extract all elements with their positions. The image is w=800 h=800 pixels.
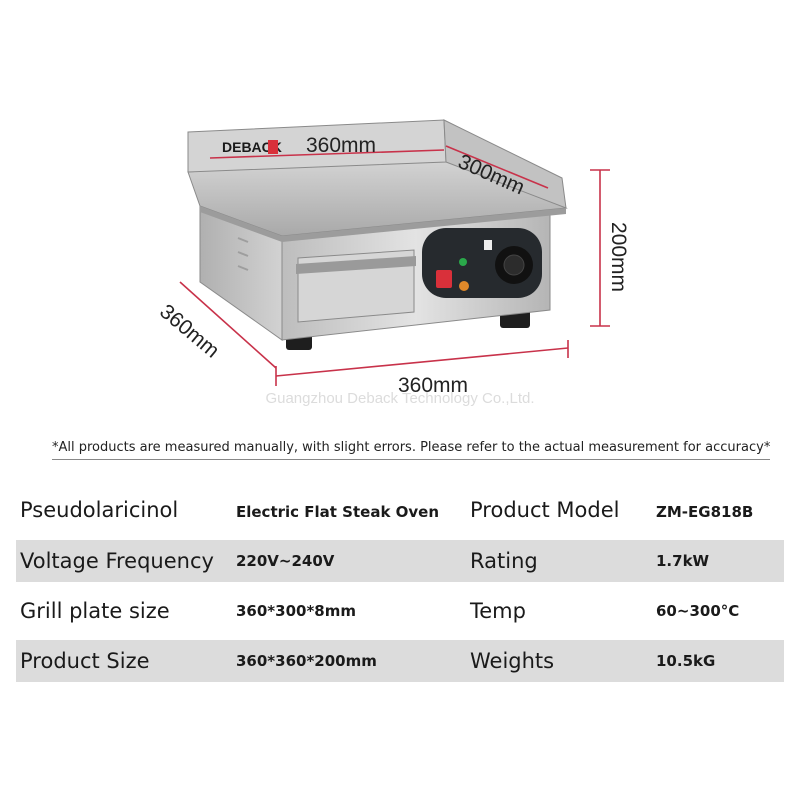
spec-value: ZM-EG818B	[656, 503, 754, 521]
measurement-note: *All products are measured manually, wit…	[52, 440, 770, 460]
spec-value: 1.7kW	[656, 552, 710, 570]
dim-line-bottom-width	[275, 347, 569, 377]
spec-label: Grill plate size	[20, 599, 170, 623]
rocker-switch-icon	[436, 270, 452, 288]
spec-label: Pseudolaricinol	[20, 498, 179, 522]
spec-label: Weights	[470, 649, 555, 673]
dimension-lines	[179, 145, 610, 386]
spec-label: Product Model	[470, 498, 620, 522]
spec-value: 10.5kG	[656, 652, 716, 670]
spec-row: Pseudolaricinol Electric Flat Steak Oven…	[16, 489, 784, 531]
spec-row: Grill plate size 360*300*8mm Temp 60~300…	[16, 590, 784, 632]
product-figure: DEBACK	[179, 119, 610, 386]
spec-row: Product Size 360*360*200mm Weights 10.5k…	[16, 640, 784, 682]
dim-line-top-width	[209, 149, 445, 159]
spec-value: Electric Flat Steak Oven	[236, 503, 440, 521]
spec-label: Voltage Frequency	[20, 549, 214, 573]
spec-label: Temp	[470, 599, 526, 623]
spec-value: 360*300*8mm	[236, 602, 357, 620]
spec-label: Product Size	[20, 649, 150, 673]
dim-top-width-label: 360mm	[306, 134, 377, 157]
spec-value: 220V~240V	[236, 552, 335, 570]
spec-value: 360*360*200mm	[236, 652, 377, 670]
logo-text: DEBACK	[222, 139, 282, 155]
spec-row: Voltage Frequency 220V~240V Rating 1.7kW	[16, 540, 784, 582]
watermark: Guangzhou Deback Technology Co.,Ltd.	[265, 390, 535, 407]
spec-label: Rating	[470, 549, 538, 573]
dim-line-top-depth	[445, 145, 549, 189]
heat-light-icon	[459, 281, 469, 291]
dim-height-label: 200mm	[607, 222, 630, 293]
dim-bottom-width-label: 360mm	[398, 374, 469, 397]
spec-value: 60~300°C	[656, 602, 740, 620]
drawer-handle	[296, 256, 416, 274]
power-light-icon	[459, 258, 467, 266]
griddle-illustration	[187, 119, 568, 350]
dim-line-side-depth	[179, 281, 277, 369]
brand-logo: DEBACK	[222, 139, 282, 155]
